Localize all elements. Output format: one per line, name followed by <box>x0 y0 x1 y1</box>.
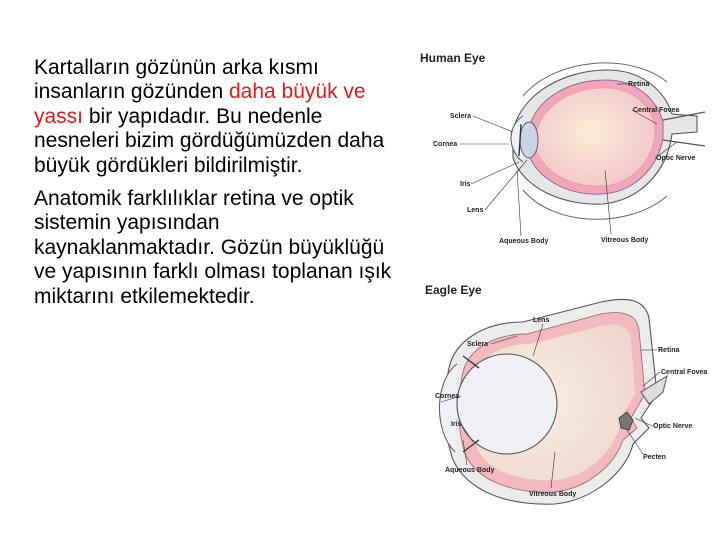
human-vitreous-body-leader <box>604 169 612 235</box>
human-eye-title: Human Eye <box>420 51 486 65</box>
human-lens-leader <box>484 159 528 211</box>
eagle-cornea-shape <box>439 363 458 453</box>
human-aqueous-body-label: Aqueous Body <box>499 238 548 245</box>
paragraph-2: Anatomik farklılıklar retina ve optik si… <box>34 187 392 308</box>
eagle-eye-diagram: Eagle Eye Lens Sclera Retina Central Fov… <box>425 283 707 505</box>
human-iris-label: Iris <box>460 181 471 188</box>
eagle-pecten-shape <box>618 411 634 431</box>
human-vitreous-body-label: Vitreous Body <box>601 237 648 244</box>
eagle-pecten-leader <box>626 429 644 455</box>
human-sclera-leader <box>472 115 514 133</box>
eagle-lens-shape <box>456 353 558 455</box>
eagle-central-fovea-leader <box>642 371 661 387</box>
eagle-sclera-leader <box>490 335 518 345</box>
human-retina-label: Retina <box>628 81 650 88</box>
eagle-optic-nerve-leader <box>634 417 653 427</box>
eagle-optic-nerve-shape <box>640 374 668 405</box>
eagle-vitreous-body-leader <box>550 451 556 489</box>
eagle-lens-label: Lens <box>533 317 549 324</box>
eagle-iris-leader <box>460 423 474 443</box>
human-central-fovea-leader <box>631 109 658 125</box>
human-iris-shape <box>518 123 522 157</box>
human-iris-leader <box>470 161 520 185</box>
human-cornea-label: Cornea <box>433 141 457 148</box>
eagle-eye-title: Eagle Eye <box>425 283 482 297</box>
eagle-lens-leader <box>532 323 544 357</box>
text-column: Kartalların gözünün arka kısmı insanları… <box>34 56 404 318</box>
eagle-pecten-label: Pecten <box>643 454 666 461</box>
human-optic-nerve-leader <box>654 141 678 159</box>
human-optic-nerve-shape <box>662 111 706 147</box>
highlighted-phrase: daha büyük ve yassı <box>34 80 366 128</box>
paragraph-1: Kartalların gözünün arka kısmı insanları… <box>34 56 404 178</box>
eagle-retina-label: Retina <box>658 347 680 354</box>
human-aqueous-body-leader <box>516 169 522 237</box>
eagle-central-fovea-label: Central Fovea <box>661 369 707 376</box>
eye-comparison-figure: Human Eye Retina Sclera Central Fovea Co… <box>420 51 707 505</box>
human-lower-lid-line <box>522 189 668 220</box>
paragraph-1-start: Kartalların gözünün arka kısmı insanları… <box>34 56 319 104</box>
human-lens-label: Lens <box>467 207 483 214</box>
eagle-sclera-label: Sclera <box>467 341 488 348</box>
paragraph-1-end: bir yapıdadır. Bu nedenle nesneleri bizi… <box>34 104 385 177</box>
human-lens-shape <box>519 121 539 159</box>
eagle-cornea-leader <box>440 395 462 403</box>
human-upper-lid-line <box>522 62 668 97</box>
eagle-vitreous-body-label: Vitreous Body <box>529 491 576 498</box>
human-eye-diagram: Human Eye Retina Sclera Central Fovea Co… <box>420 51 706 245</box>
human-optic-nerve-label: Optic Nerve <box>656 155 695 162</box>
human-vitreous-shape <box>536 87 656 187</box>
eagle-optic-nerve-label: Optic Nerve <box>653 423 692 430</box>
eagle-aqueous-body-leader <box>462 439 468 466</box>
human-sclera-label: Sclera <box>450 113 471 120</box>
human-central-fovea-label: Central Fovea <box>633 107 679 114</box>
eagle-aqueous-body-label: Aqueous Body <box>445 467 494 474</box>
eagle-iris-label: Iris <box>451 421 462 428</box>
eagle-cornea-label: Cornea <box>435 393 459 400</box>
eagle-iris-shape <box>462 355 480 453</box>
